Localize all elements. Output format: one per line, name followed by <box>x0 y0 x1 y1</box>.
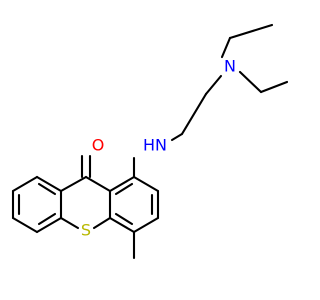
bond-right-ring <box>108 175 136 193</box>
tertiary-nitrogen-label: N <box>224 57 236 76</box>
bond-central-ring <box>84 175 112 193</box>
atom-labels: O HN N S <box>81 57 236 240</box>
bond-central-ring <box>59 175 88 193</box>
bond-right-ring <box>132 175 160 193</box>
bond-right-ring <box>108 216 136 234</box>
bond-ethyl <box>220 36 232 59</box>
amine-nh-label: HN <box>143 136 167 155</box>
oxygen-label: O <box>92 136 105 155</box>
bond-ethyl <box>228 23 274 40</box>
bond-left-ring <box>11 216 39 234</box>
bond-amino-chain <box>204 74 223 96</box>
bond-central-ring <box>92 216 112 230</box>
bond-ethyl <box>259 80 289 94</box>
bond-left-ring <box>11 175 39 193</box>
bond-left-ring <box>35 175 63 193</box>
chemical-structure: O HN N S <box>11 23 289 260</box>
bond-right-ring-double <box>114 182 134 196</box>
sulfur-label: S <box>81 221 91 240</box>
bond-ethyl <box>238 70 263 94</box>
bond-right-ring <box>132 216 160 234</box>
bonds <box>11 23 289 260</box>
bond-left-ring-double <box>37 212 57 226</box>
bond-amino-chain <box>180 92 208 136</box>
bond-left-ring-double <box>37 182 57 196</box>
bond-central-ring <box>59 216 80 230</box>
bond-amino-chain <box>170 132 184 142</box>
bond-left-ring <box>35 216 63 234</box>
bond-right-ring-double <box>114 212 134 226</box>
